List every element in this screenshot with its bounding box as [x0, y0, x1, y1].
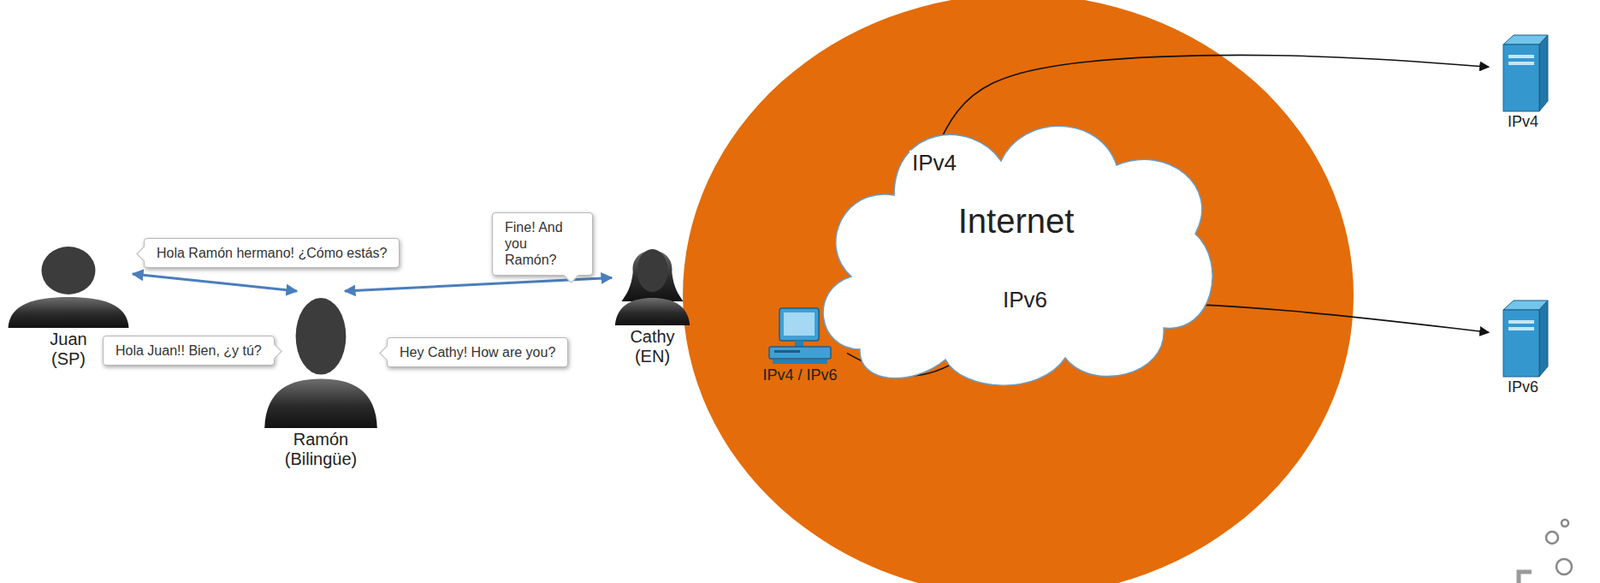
route-label: IPv6 [1000, 287, 1050, 313]
speech-bubble: Hola Ramón hermano! ¿Cómo estás? [143, 237, 400, 268]
person-name: Cathy (EN) [627, 326, 679, 367]
speech-bubble: Hola Juan!! Bien, ¿y tú? [102, 335, 275, 366]
person-silhouette [260, 290, 381, 428]
node-label: IPv6 [1488, 378, 1558, 397]
network-region [682, 0, 1354, 583]
shoulders [264, 378, 378, 428]
head [636, 248, 668, 292]
cloud-outline [823, 125, 1213, 386]
person-name: Juan (SP) [42, 329, 95, 369]
speech-bubble: Hey Cathy! How are you? [386, 337, 569, 368]
speech-text: Hola Juan!! Bien, ¿y tú? [115, 342, 262, 359]
logo-mark [1518, 519, 1572, 583]
speech-text: Fine! And you Ramón? [504, 219, 581, 269]
internet-cloud: Internet [808, 92, 1224, 397]
double-arrow [132, 273, 297, 291]
person-silhouette [4, 242, 133, 328]
server-icon [1496, 297, 1550, 379]
person-figure: Cathy (EN) [611, 239, 694, 367]
speech-text: Hola Ramón hermano! ¿Cómo estás? [156, 244, 387, 261]
speech-bubble: Fine! And you Ramón? [491, 212, 593, 276]
dual-stack-computer: IPv4 / IPv6 [752, 306, 848, 385]
head [296, 297, 347, 375]
person-silhouette [611, 239, 694, 326]
cloud-shape [808, 92, 1224, 397]
ipv6-server: IPv6 [1488, 297, 1558, 397]
shoulders [8, 296, 130, 328]
node-label: Internet [958, 201, 1075, 241]
computer-icon [765, 306, 835, 367]
speech-text: Hey Cathy! How are you? [399, 343, 556, 361]
node-label: IPv4 / IPv6 [752, 366, 848, 385]
person-name: Ramón (Bilingüe) [278, 429, 364, 469]
ipv4-server: IPv4 [1488, 32, 1558, 131]
route-label: IPv4 [909, 150, 960, 176]
head [41, 246, 96, 295]
shoulders [615, 297, 690, 326]
node-label: IPv4 [1488, 112, 1558, 131]
person-figure: Ramón (Bilingüe) [260, 290, 381, 469]
server-icon [1496, 32, 1550, 113]
